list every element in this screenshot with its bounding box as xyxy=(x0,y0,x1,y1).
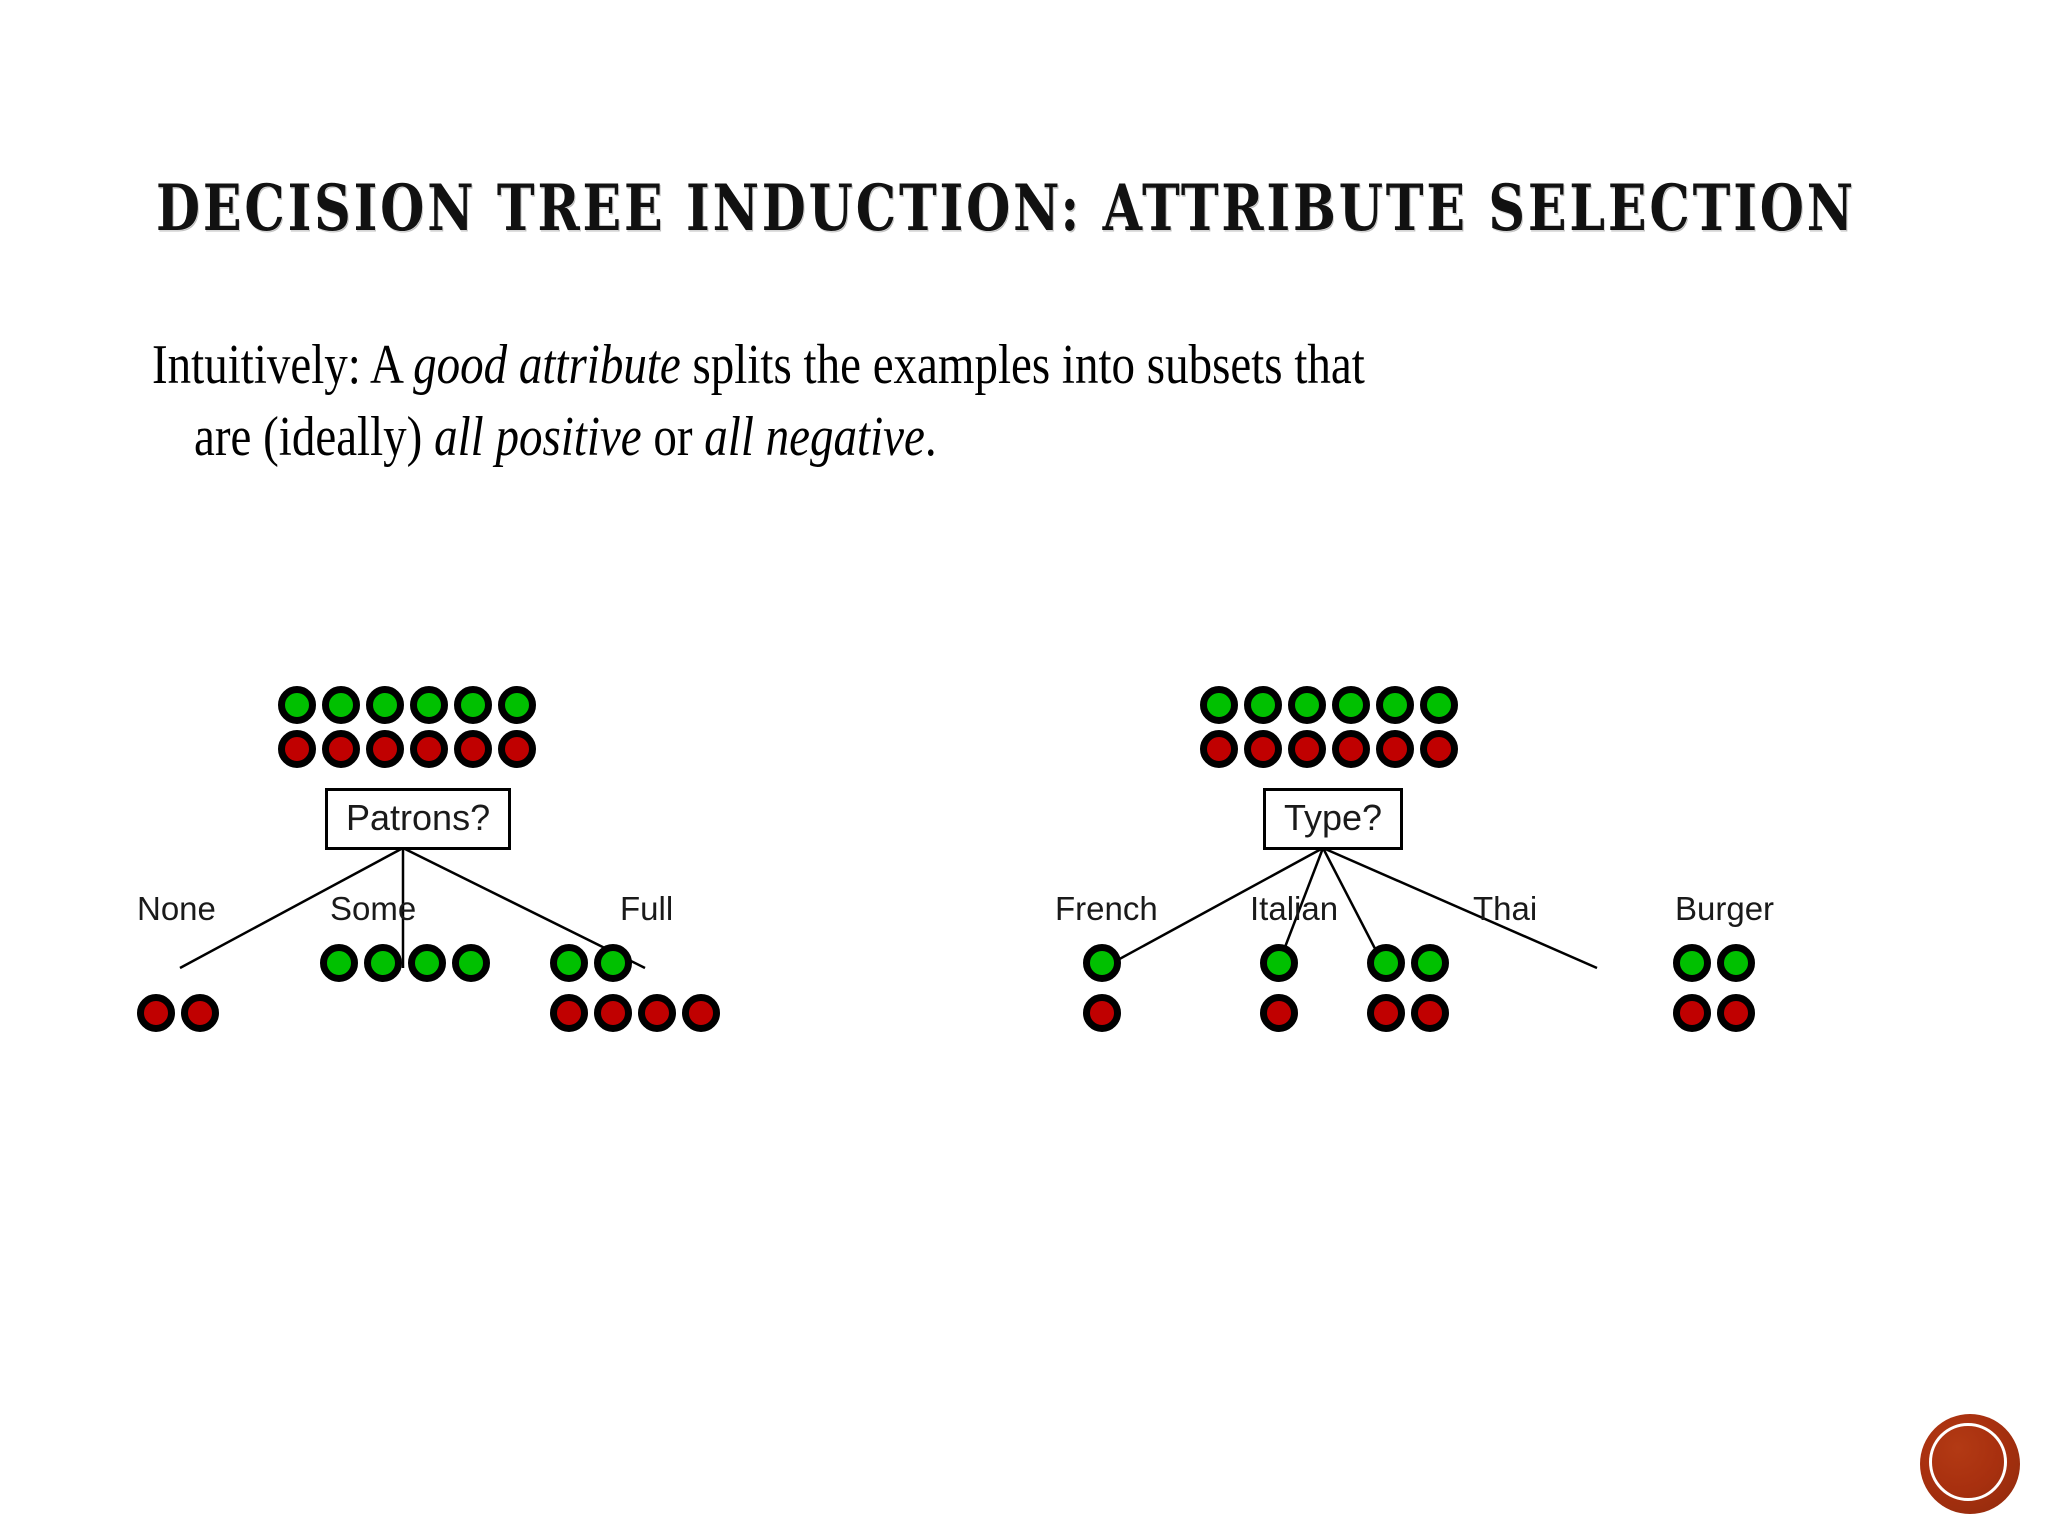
leaf-negative-row xyxy=(1673,994,1755,1032)
positive-example-dot xyxy=(1673,944,1711,982)
negative-example-dot xyxy=(137,994,175,1032)
positive-example-dot xyxy=(1200,686,1238,724)
positive-example-dot xyxy=(366,686,404,724)
positive-example-dot xyxy=(1376,686,1414,724)
negative-example-dot xyxy=(1332,730,1370,768)
positive-example-dot xyxy=(498,686,536,724)
branch-label-some: Some xyxy=(330,890,417,927)
positive-example-dot xyxy=(550,944,588,982)
root-negative-row xyxy=(278,730,536,768)
positive-example-dot xyxy=(364,944,402,982)
positive-example-dot xyxy=(1420,686,1458,724)
leaf-positive-row xyxy=(1673,944,1755,982)
positive-example-dot xyxy=(1288,686,1326,724)
leaf-examples-french xyxy=(1083,944,1121,1032)
branch-label-burger: Burger xyxy=(1675,890,1775,927)
branch-label-italian: Italian xyxy=(1250,890,1339,927)
body-line2-part-a: are (ideally) xyxy=(194,405,435,468)
positive-example-dot xyxy=(1367,944,1405,982)
decision-tree-type: Type? French Italian Thai Burger xyxy=(1055,686,1835,1130)
leaf-examples-burger xyxy=(1673,944,1755,1032)
attribute-node-patrons[interactable]: Patrons? xyxy=(325,788,512,850)
tree-edges-type xyxy=(1102,846,1598,970)
root-negative-row xyxy=(1200,730,1458,768)
leaf-negative-row xyxy=(550,994,720,1032)
negative-example-dot xyxy=(1083,994,1121,1032)
negative-example-dot xyxy=(638,994,676,1032)
negative-example-dot xyxy=(1673,994,1711,1032)
positive-example-dot xyxy=(452,944,490,982)
decision-tree-patrons: Patrons? None Some Full xyxy=(137,686,925,1130)
positive-example-dot xyxy=(1717,944,1755,982)
root-positive-row xyxy=(278,686,536,724)
positive-example-dot xyxy=(1332,686,1370,724)
body-line1-emphasis: good attribute xyxy=(413,333,681,396)
leaf-positive-row-empty xyxy=(137,944,219,982)
attribute-node-type[interactable]: Type? xyxy=(1263,788,1404,850)
root-examples-type xyxy=(1200,686,1458,768)
positive-example-dot xyxy=(278,686,316,724)
leaf-examples-thai xyxy=(1367,944,1449,1032)
leaf-negative-row xyxy=(1367,994,1449,1032)
body-line2-emphasis-2: all negative xyxy=(704,405,925,468)
positive-example-dot xyxy=(454,686,492,724)
negative-example-dot xyxy=(1260,994,1298,1032)
branch-label-thai: Thai xyxy=(1473,890,1538,927)
leaf-negative-row xyxy=(1260,994,1298,1032)
negative-example-dot xyxy=(682,994,720,1032)
negative-example-dot xyxy=(498,730,536,768)
positive-example-dot xyxy=(410,686,448,724)
negative-example-dot xyxy=(1200,730,1238,768)
body-line2-emphasis-1: all positive xyxy=(434,405,642,468)
body-paragraph: Intuitively: A good attribute splits the… xyxy=(152,330,1952,473)
positive-example-dot xyxy=(408,944,446,982)
leaf-examples-italian xyxy=(1260,944,1298,1032)
negative-example-dot xyxy=(594,994,632,1032)
positive-example-dot xyxy=(1083,944,1121,982)
negative-example-dot xyxy=(366,730,404,768)
branch-label-french: French xyxy=(1055,890,1158,927)
positive-example-dot xyxy=(1260,944,1298,982)
negative-example-dot xyxy=(1376,730,1414,768)
branch-label-full: Full xyxy=(620,890,674,927)
root-positive-row xyxy=(1200,686,1458,724)
leaf-positive-row xyxy=(320,944,490,982)
leaf-examples-some xyxy=(320,944,490,982)
negative-example-dot xyxy=(322,730,360,768)
leaf-examples-full xyxy=(550,944,720,1032)
negative-example-dot xyxy=(410,730,448,768)
body-line-1: Intuitively: A good attribute splits the… xyxy=(152,334,1365,396)
leaf-positive-row xyxy=(1083,944,1121,982)
positive-example-dot xyxy=(1244,686,1282,724)
leaf-negative-row xyxy=(137,994,219,1032)
negative-example-dot xyxy=(1244,730,1282,768)
leaf-positive-row xyxy=(1260,944,1298,982)
leaf-examples-none xyxy=(137,944,219,1032)
negative-example-dot xyxy=(1717,994,1755,1032)
negative-example-dot xyxy=(550,994,588,1032)
negative-example-dot xyxy=(1420,730,1458,768)
positive-example-dot xyxy=(320,944,358,982)
body-line-2: are (ideally) all positive or all negati… xyxy=(152,402,1952,474)
positive-example-dot xyxy=(322,686,360,724)
body-line2-part-b: or xyxy=(641,405,705,468)
leaf-negative-row xyxy=(1083,994,1121,1032)
body-line1-part-a: Intuitively: A xyxy=(152,333,414,396)
positive-example-dot xyxy=(594,944,632,982)
leaf-positive-row xyxy=(1367,944,1449,982)
root-examples-patrons xyxy=(278,686,536,768)
body-line1-part-b: splits the examples into subsets that xyxy=(680,333,1365,396)
body-line2-part-c: . xyxy=(924,405,937,468)
negative-example-dot xyxy=(278,730,316,768)
page-title: Decision Tree Induction: Attribute Selec… xyxy=(156,170,1857,246)
negative-example-dot xyxy=(1288,730,1326,768)
branch-label-none: None xyxy=(137,890,216,927)
circular-seal-logo-icon xyxy=(1920,1414,2020,1514)
positive-example-dot xyxy=(1411,944,1449,982)
negative-example-dot xyxy=(1411,994,1449,1032)
negative-example-dot xyxy=(1367,994,1405,1032)
negative-example-dot xyxy=(181,994,219,1032)
negative-example-dot xyxy=(454,730,492,768)
leaf-positive-row xyxy=(550,944,720,982)
